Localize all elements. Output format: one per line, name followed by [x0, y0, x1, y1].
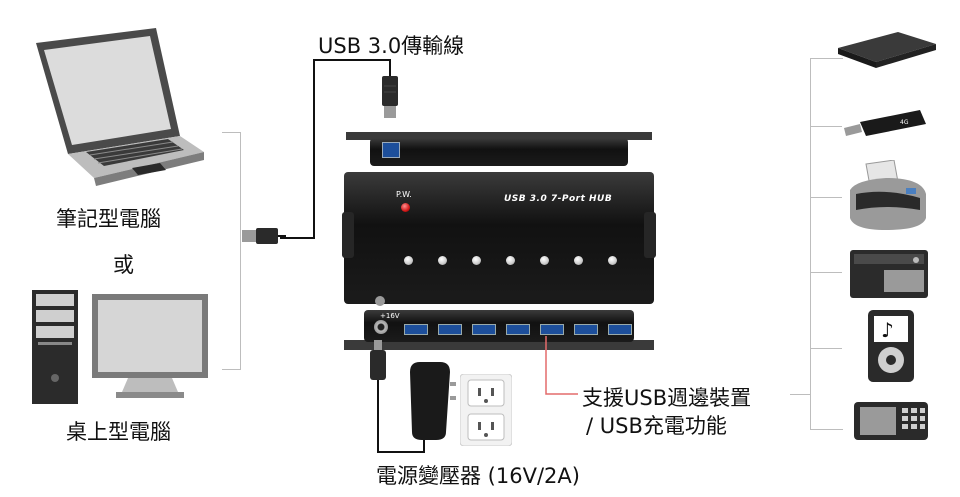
- usb3-port-6: [574, 324, 598, 335]
- usb3-port-5: [540, 324, 564, 335]
- support-label-line1: 支援USB週邊裝置: [582, 386, 752, 410]
- left-bracket: [222, 132, 241, 370]
- cable-label: USB 3.0傳輸線: [318, 34, 465, 58]
- hub-rear-panel: [346, 128, 652, 166]
- dc-jack-label: +16V: [380, 312, 400, 320]
- right-bracket-stub: [790, 394, 810, 395]
- port-led-6: [574, 256, 583, 265]
- power-led-label: P.W.: [396, 190, 412, 199]
- usb3-port-7: [608, 324, 632, 335]
- support-connector-line: [545, 336, 578, 395]
- usb-cable-line: [280, 59, 391, 239]
- usb-b-plug-icon: [382, 76, 398, 118]
- tick-5: [810, 348, 842, 349]
- usb3-port-2: [438, 324, 462, 335]
- desktop-label: 桌上型電腦: [66, 420, 171, 444]
- port-led-5: [540, 256, 549, 265]
- port-led-1: [404, 256, 413, 265]
- screw: [375, 296, 385, 306]
- external-hdd-icon: [838, 32, 936, 68]
- usb-a-plug-icon: [242, 228, 286, 244]
- power-adapter-icon: [410, 362, 456, 440]
- laptop-icon: [36, 28, 204, 186]
- tick-2: [810, 126, 842, 127]
- hub-front-panel: P.W. USB 3.0 7-Port HUB: [342, 172, 656, 304]
- right-bracket: [810, 58, 843, 430]
- hub-port-panel: +16V: [344, 310, 654, 354]
- port-led-4: [506, 256, 515, 265]
- usb-flash-drive-icon: 4G: [844, 110, 926, 136]
- hub-model-text: USB 3.0 7-Port HUB: [504, 194, 613, 204]
- svg-text:♪: ♪: [881, 318, 894, 342]
- adapter-label: 電源變壓器 (16V/2A): [376, 464, 580, 488]
- usb3-port-1: [404, 324, 428, 335]
- port-led-2: [438, 256, 447, 265]
- usb3-port-3: [472, 324, 496, 335]
- mp3-player-icon: ♪: [868, 310, 914, 382]
- digital-camera-icon: [850, 250, 928, 298]
- usb3-port-4: [506, 324, 530, 335]
- printer-icon: [850, 160, 926, 230]
- dc-plug-cable: [370, 340, 425, 453]
- svg-text:4G: 4G: [900, 119, 909, 126]
- port-led-7: [608, 256, 617, 265]
- mobile-phone-icon: [854, 402, 928, 440]
- support-label-line2: / USB充電功能: [586, 414, 727, 438]
- port-led-3: [472, 256, 481, 265]
- wall-outlet-icon: [460, 374, 512, 446]
- dc-jack: [374, 320, 388, 334]
- desktop-pc-icon: [32, 290, 208, 404]
- or-label: 或: [113, 253, 134, 277]
- tick-4: [810, 272, 842, 273]
- power-led: [401, 203, 410, 212]
- laptop-label: 筆記型電腦: [56, 207, 161, 231]
- tick-3: [810, 197, 842, 198]
- usb-b-port: [382, 142, 400, 158]
